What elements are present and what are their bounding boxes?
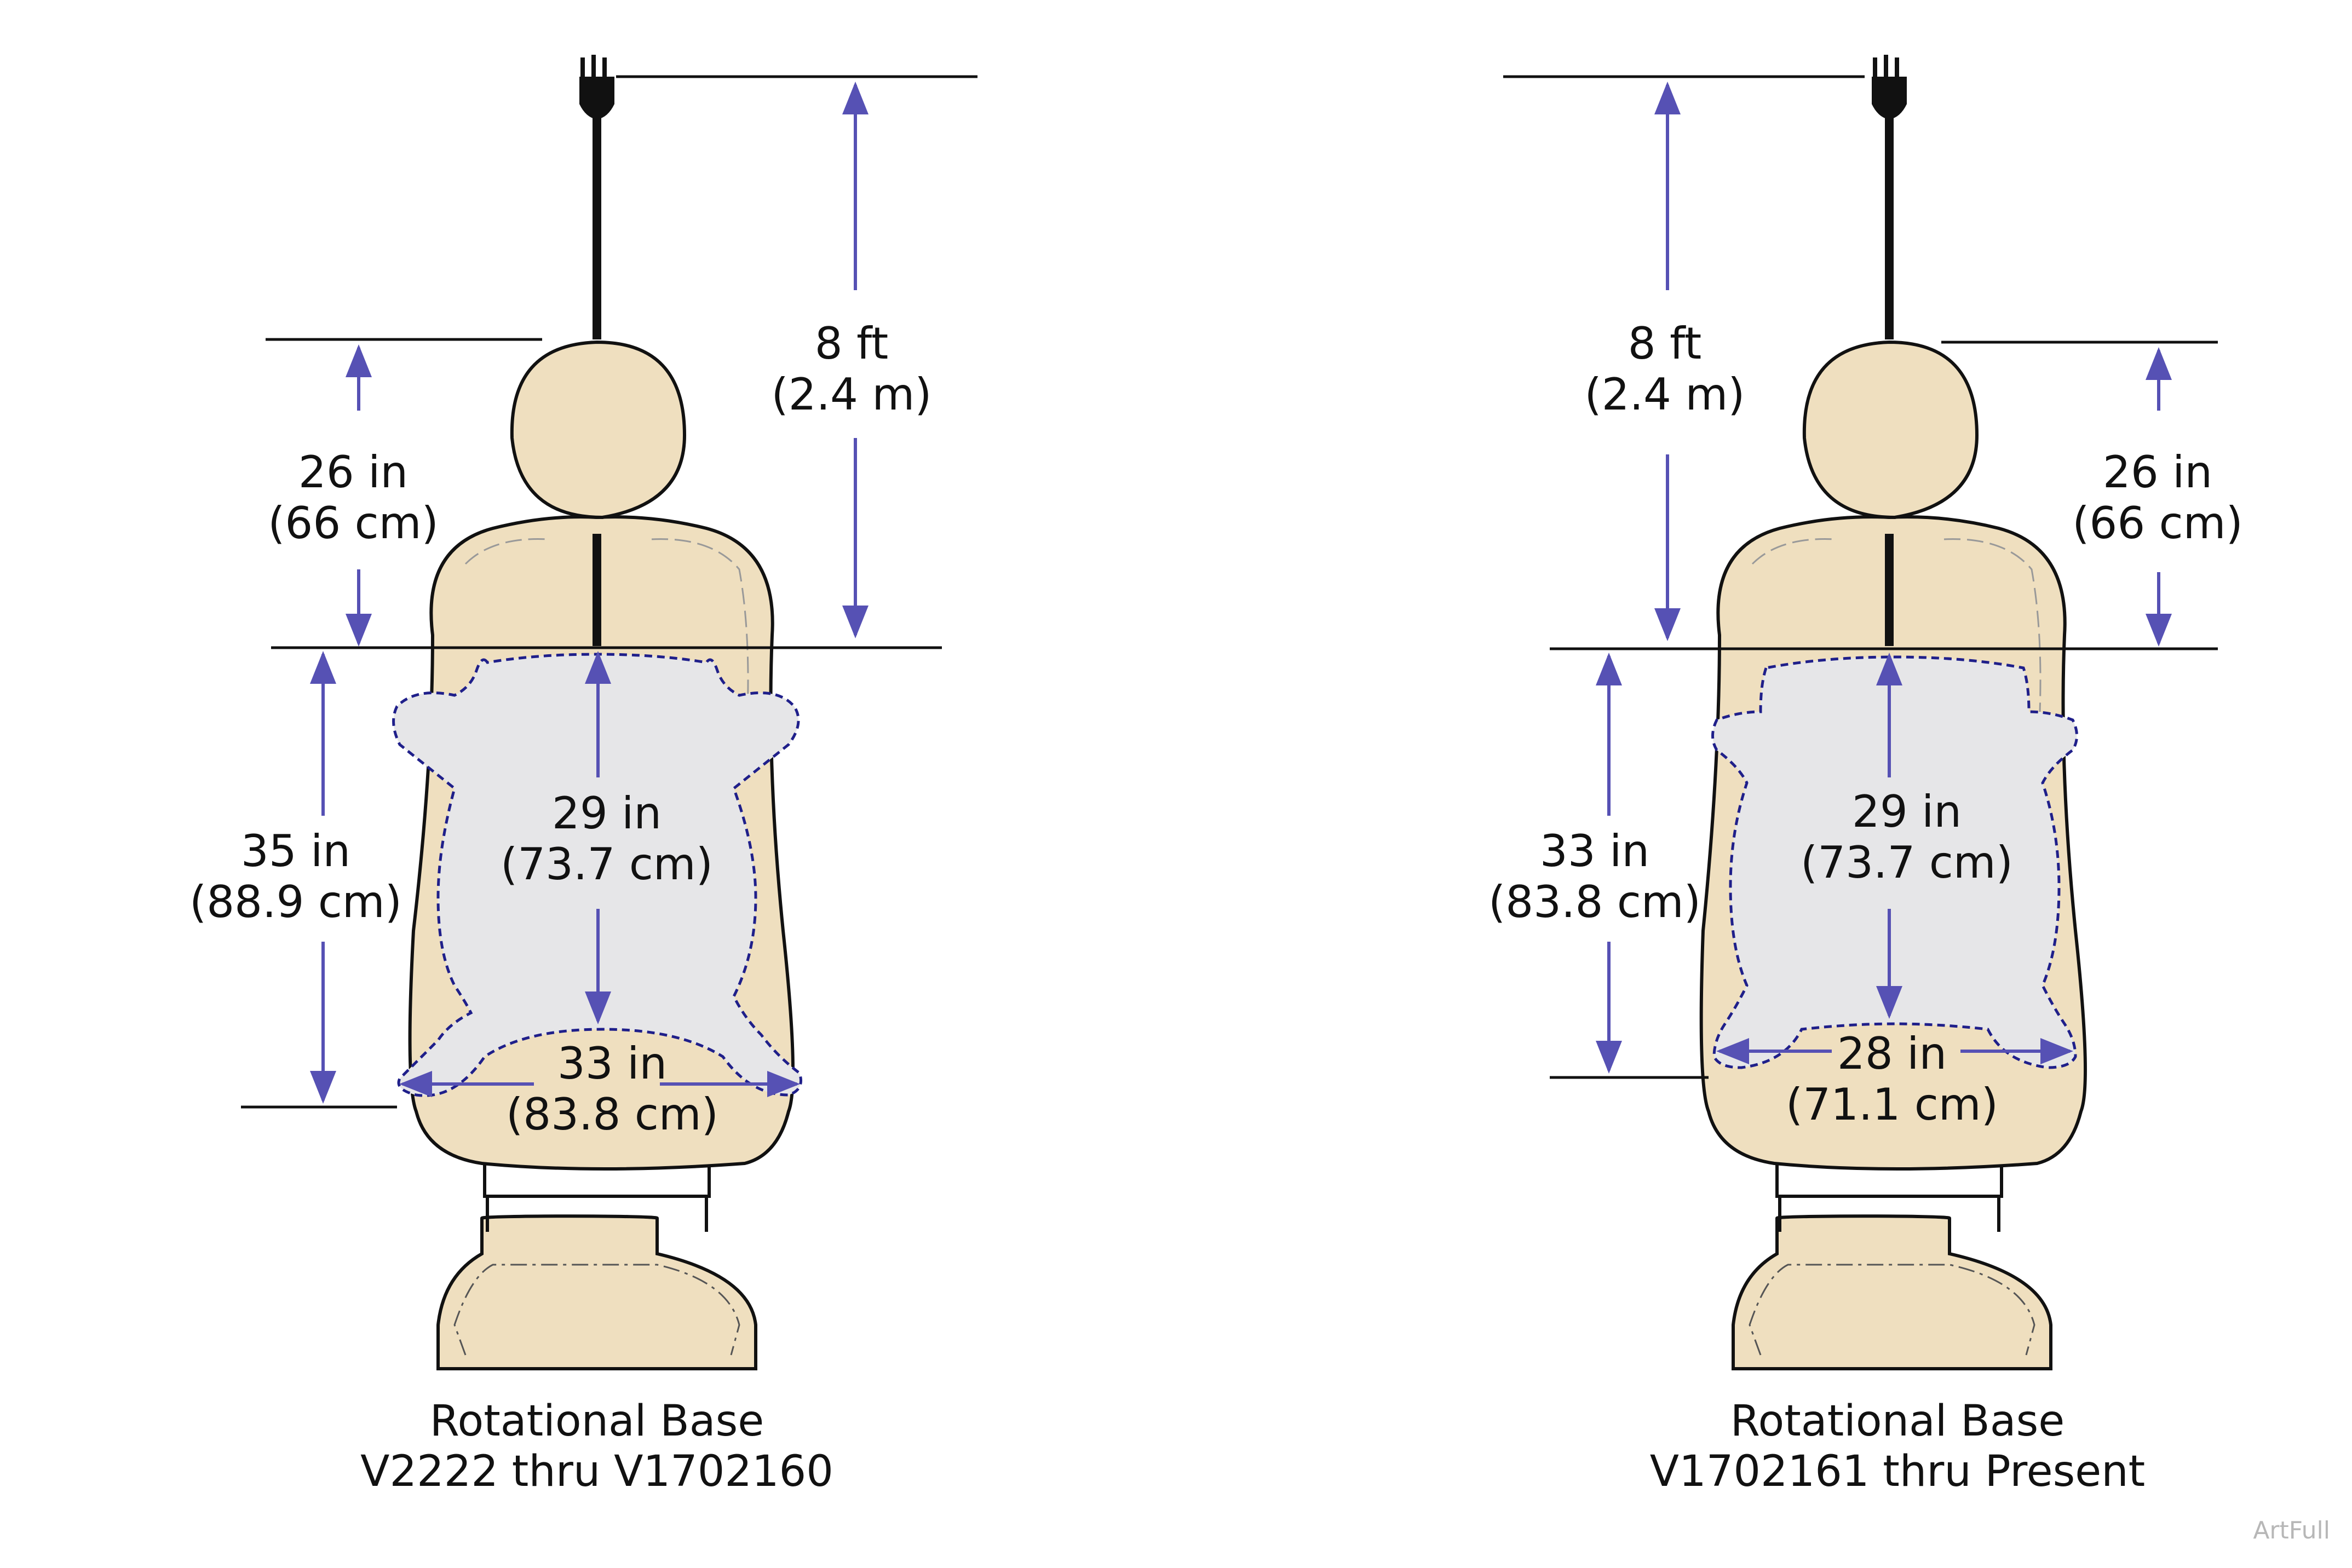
back-length-imperial: 29 in — [552, 788, 662, 839]
headrest-left — [510, 340, 687, 520]
headrest-height-imperial: 26 in — [298, 447, 408, 498]
caption-right-line1: Rotational Base — [1730, 1397, 2065, 1446]
seat-depth-imperial: 35 in — [241, 826, 350, 877]
power-plug-icon — [579, 55, 614, 119]
watermark: ArtFull — [2253, 1517, 2330, 1544]
cord-length-metric: (2.4 m) — [1584, 369, 1745, 420]
headrest-height-metric: (66 cm) — [268, 498, 439, 549]
width-metric: (83.8 cm) — [506, 1089, 718, 1140]
caption-left-line2: V2222 thru V1702160 — [360, 1447, 833, 1496]
dimension-arrows-right — [1596, 82, 2172, 1074]
cord-length-metric: (2.4 m) — [771, 369, 931, 420]
dimension-arrows-left — [310, 82, 869, 1104]
patient-area-left — [392, 653, 802, 1097]
back-length-imperial: 29 in — [1852, 786, 1962, 837]
headrest-height-metric: (66 cm) — [2072, 498, 2243, 549]
base-right — [1732, 1214, 2052, 1370]
chair-left: 8 ft (2.4 m) 26 in (66 cm) 35 in (88.9 c… — [189, 55, 977, 1496]
width-imperial: 33 in — [557, 1038, 667, 1089]
chair-right: 8 ft (2.4 m) 26 in (66 cm) 33 in (83.8 c… — [1488, 55, 2243, 1496]
cord-length-imperial: 8 ft — [815, 318, 888, 369]
seat-depth-metric: (88.9 cm) — [189, 877, 402, 927]
caption-left-line1: Rotational Base — [430, 1397, 764, 1446]
caption-right-line2: V1702161 thru Present — [1650, 1447, 2146, 1496]
power-plug-icon — [1872, 55, 1907, 119]
headrest-height-imperial: 26 in — [2103, 447, 2212, 498]
seat-depth-metric: (83.8 cm) — [1488, 877, 1701, 927]
patient-area-right — [1711, 655, 2078, 1069]
seat-depth-imperial: 33 in — [1540, 826, 1649, 877]
cord-length-imperial: 8 ft — [1628, 318, 1701, 369]
back-length-metric: (73.7 cm) — [1801, 837, 2013, 888]
base-left — [436, 1214, 757, 1370]
width-imperial: 28 in — [1837, 1028, 1947, 1079]
width-metric: (71.1 cm) — [1786, 1079, 1998, 1130]
headrest-right — [1802, 340, 1979, 520]
back-length-metric: (73.7 cm) — [501, 839, 713, 890]
